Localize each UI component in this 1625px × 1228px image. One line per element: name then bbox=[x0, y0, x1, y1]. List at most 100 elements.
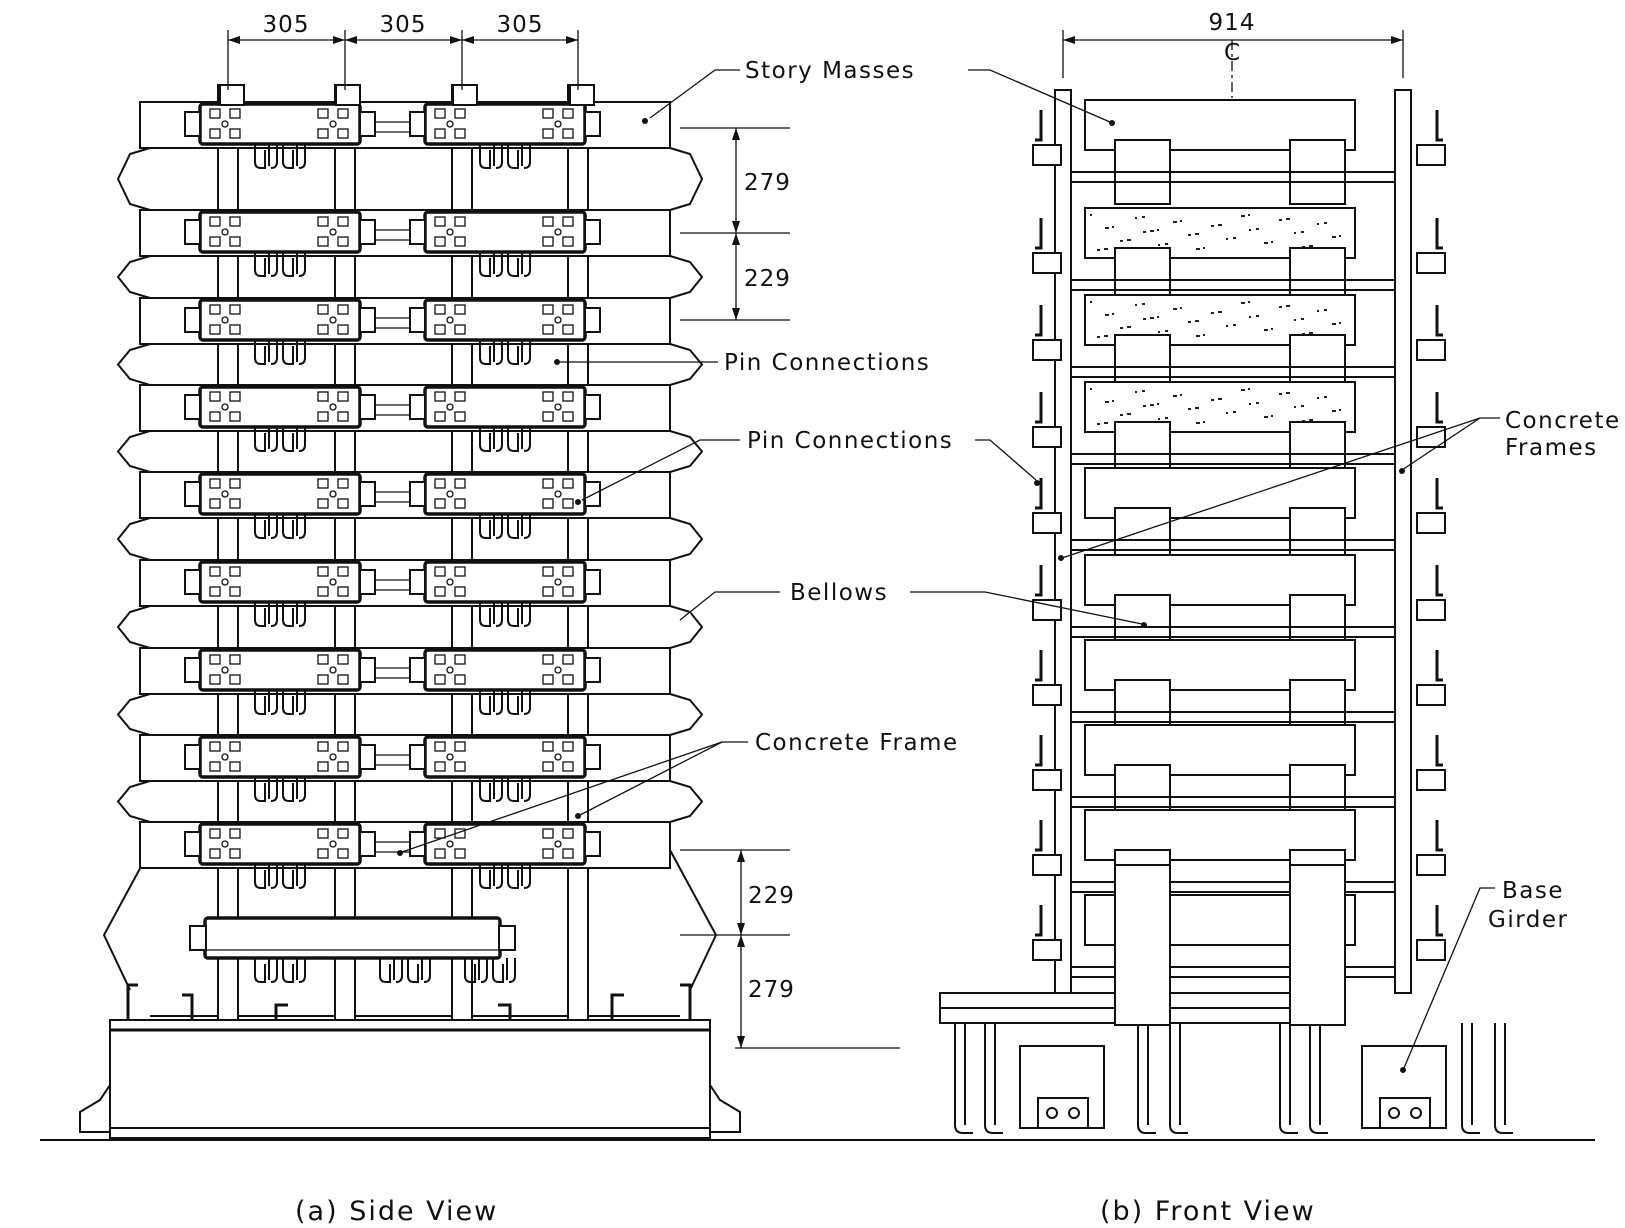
bay-dimension-2: 305 bbox=[380, 12, 427, 38]
bearing-plate bbox=[409, 394, 426, 420]
front-story-1 bbox=[1032, 99, 1446, 205]
bolt-square bbox=[317, 324, 329, 335]
bolt-square bbox=[229, 674, 241, 685]
texture-speck bbox=[1112, 400, 1114, 402]
side-bracket bbox=[1416, 252, 1446, 274]
bolt-square bbox=[454, 741, 466, 752]
bolt-square bbox=[209, 498, 221, 509]
bolt-square bbox=[229, 566, 241, 577]
bolt-square bbox=[209, 478, 221, 489]
bolt-square bbox=[562, 324, 574, 335]
label-concrete-frames-line2: Frames bbox=[1505, 435, 1598, 461]
bearing-plate bbox=[584, 657, 601, 683]
pin-connection bbox=[379, 958, 431, 983]
bolt-hole bbox=[446, 316, 454, 324]
bolt-square bbox=[337, 304, 349, 315]
texture-speck bbox=[1135, 217, 1137, 219]
bolt-square bbox=[337, 741, 349, 752]
texture-speck bbox=[1196, 422, 1200, 424]
bolt-square bbox=[317, 828, 329, 839]
base-leg bbox=[954, 1023, 973, 1134]
bolt-hole bbox=[221, 753, 229, 761]
side-bracket bbox=[1032, 426, 1062, 448]
bolt-hole bbox=[554, 578, 562, 586]
bolt-hole bbox=[221, 840, 229, 848]
bolt-square bbox=[434, 828, 446, 839]
bearing-plate bbox=[184, 394, 201, 420]
front-story-10 bbox=[1032, 894, 1446, 1000]
bolt-hole bbox=[446, 120, 454, 128]
texture-speck bbox=[1142, 303, 1145, 305]
bolt-square bbox=[229, 761, 241, 772]
texture-speck bbox=[1339, 235, 1341, 237]
bolt-square bbox=[454, 654, 466, 665]
pin-connection bbox=[254, 777, 306, 802]
pin-connection bbox=[254, 690, 306, 715]
bearing-plate bbox=[359, 394, 376, 420]
bolt-square bbox=[229, 304, 241, 315]
bolt-square bbox=[542, 586, 554, 597]
bolt-square bbox=[454, 236, 466, 247]
column-cap bbox=[335, 84, 361, 106]
bolt-square bbox=[337, 236, 349, 247]
texture-speck bbox=[1332, 410, 1336, 412]
texture-speck bbox=[1324, 396, 1327, 398]
texture-speck bbox=[1241, 389, 1245, 391]
texture-speck bbox=[1324, 222, 1327, 224]
label-base-girder-line1: Base bbox=[1502, 878, 1564, 904]
bellows bbox=[116, 430, 704, 473]
side-bracket bbox=[1416, 512, 1446, 534]
bearing-plate bbox=[359, 569, 376, 595]
texture-speck bbox=[1150, 230, 1154, 232]
bearing-plate bbox=[584, 111, 601, 137]
bearing-plate bbox=[359, 219, 376, 245]
texture-speck bbox=[1256, 315, 1259, 317]
side-bay-dimensions bbox=[227, 30, 579, 90]
angle-bracket bbox=[1035, 218, 1043, 250]
pin-connection bbox=[479, 777, 531, 802]
texture-speck bbox=[1180, 307, 1182, 309]
bolt-hole bbox=[329, 490, 337, 498]
texture-speck bbox=[1218, 398, 1222, 400]
texture-speck bbox=[1301, 318, 1304, 320]
base-leg bbox=[1169, 1023, 1188, 1134]
bolt-square bbox=[454, 391, 466, 402]
bolt-hole bbox=[329, 840, 337, 848]
pin-connection bbox=[254, 340, 306, 365]
bolt-square bbox=[229, 654, 241, 665]
bolt-square bbox=[542, 324, 554, 335]
bolt-square bbox=[337, 828, 349, 839]
texture-speck bbox=[1196, 335, 1200, 337]
bearing-plate bbox=[584, 307, 601, 333]
front-story-2 bbox=[1032, 207, 1446, 313]
texture-speck bbox=[1301, 405, 1304, 407]
base-leg bbox=[1494, 1023, 1513, 1134]
bolt-square bbox=[434, 324, 446, 335]
bolt-square bbox=[434, 216, 446, 227]
bearing-plate bbox=[184, 111, 201, 137]
bearing-plate bbox=[409, 481, 426, 507]
bolt-hole bbox=[329, 228, 337, 236]
bolt-square bbox=[337, 411, 349, 422]
texture-speck bbox=[1104, 248, 1108, 250]
side-bracket bbox=[1032, 939, 1062, 961]
bolt-square bbox=[209, 586, 221, 597]
texture-speck bbox=[1097, 423, 1100, 425]
bolt-square bbox=[434, 586, 446, 597]
texture-speck bbox=[1332, 236, 1336, 238]
texture-speck bbox=[1158, 331, 1160, 333]
angle-bracket bbox=[1035, 392, 1043, 424]
lower-bellows-right bbox=[1289, 864, 1346, 1026]
bolt-square bbox=[562, 848, 574, 859]
bellows bbox=[116, 517, 704, 561]
texture-speck bbox=[1248, 301, 1250, 303]
side-base-brackets bbox=[126, 983, 692, 1020]
concrete-frames-leader-2 bbox=[1401, 417, 1481, 471]
pin-connection bbox=[254, 144, 306, 169]
bellows bbox=[116, 693, 704, 736]
pin-connection bbox=[254, 864, 306, 889]
side-bracket bbox=[1032, 512, 1062, 534]
texture-speck bbox=[1256, 228, 1259, 230]
angle-bracket bbox=[1435, 218, 1443, 250]
